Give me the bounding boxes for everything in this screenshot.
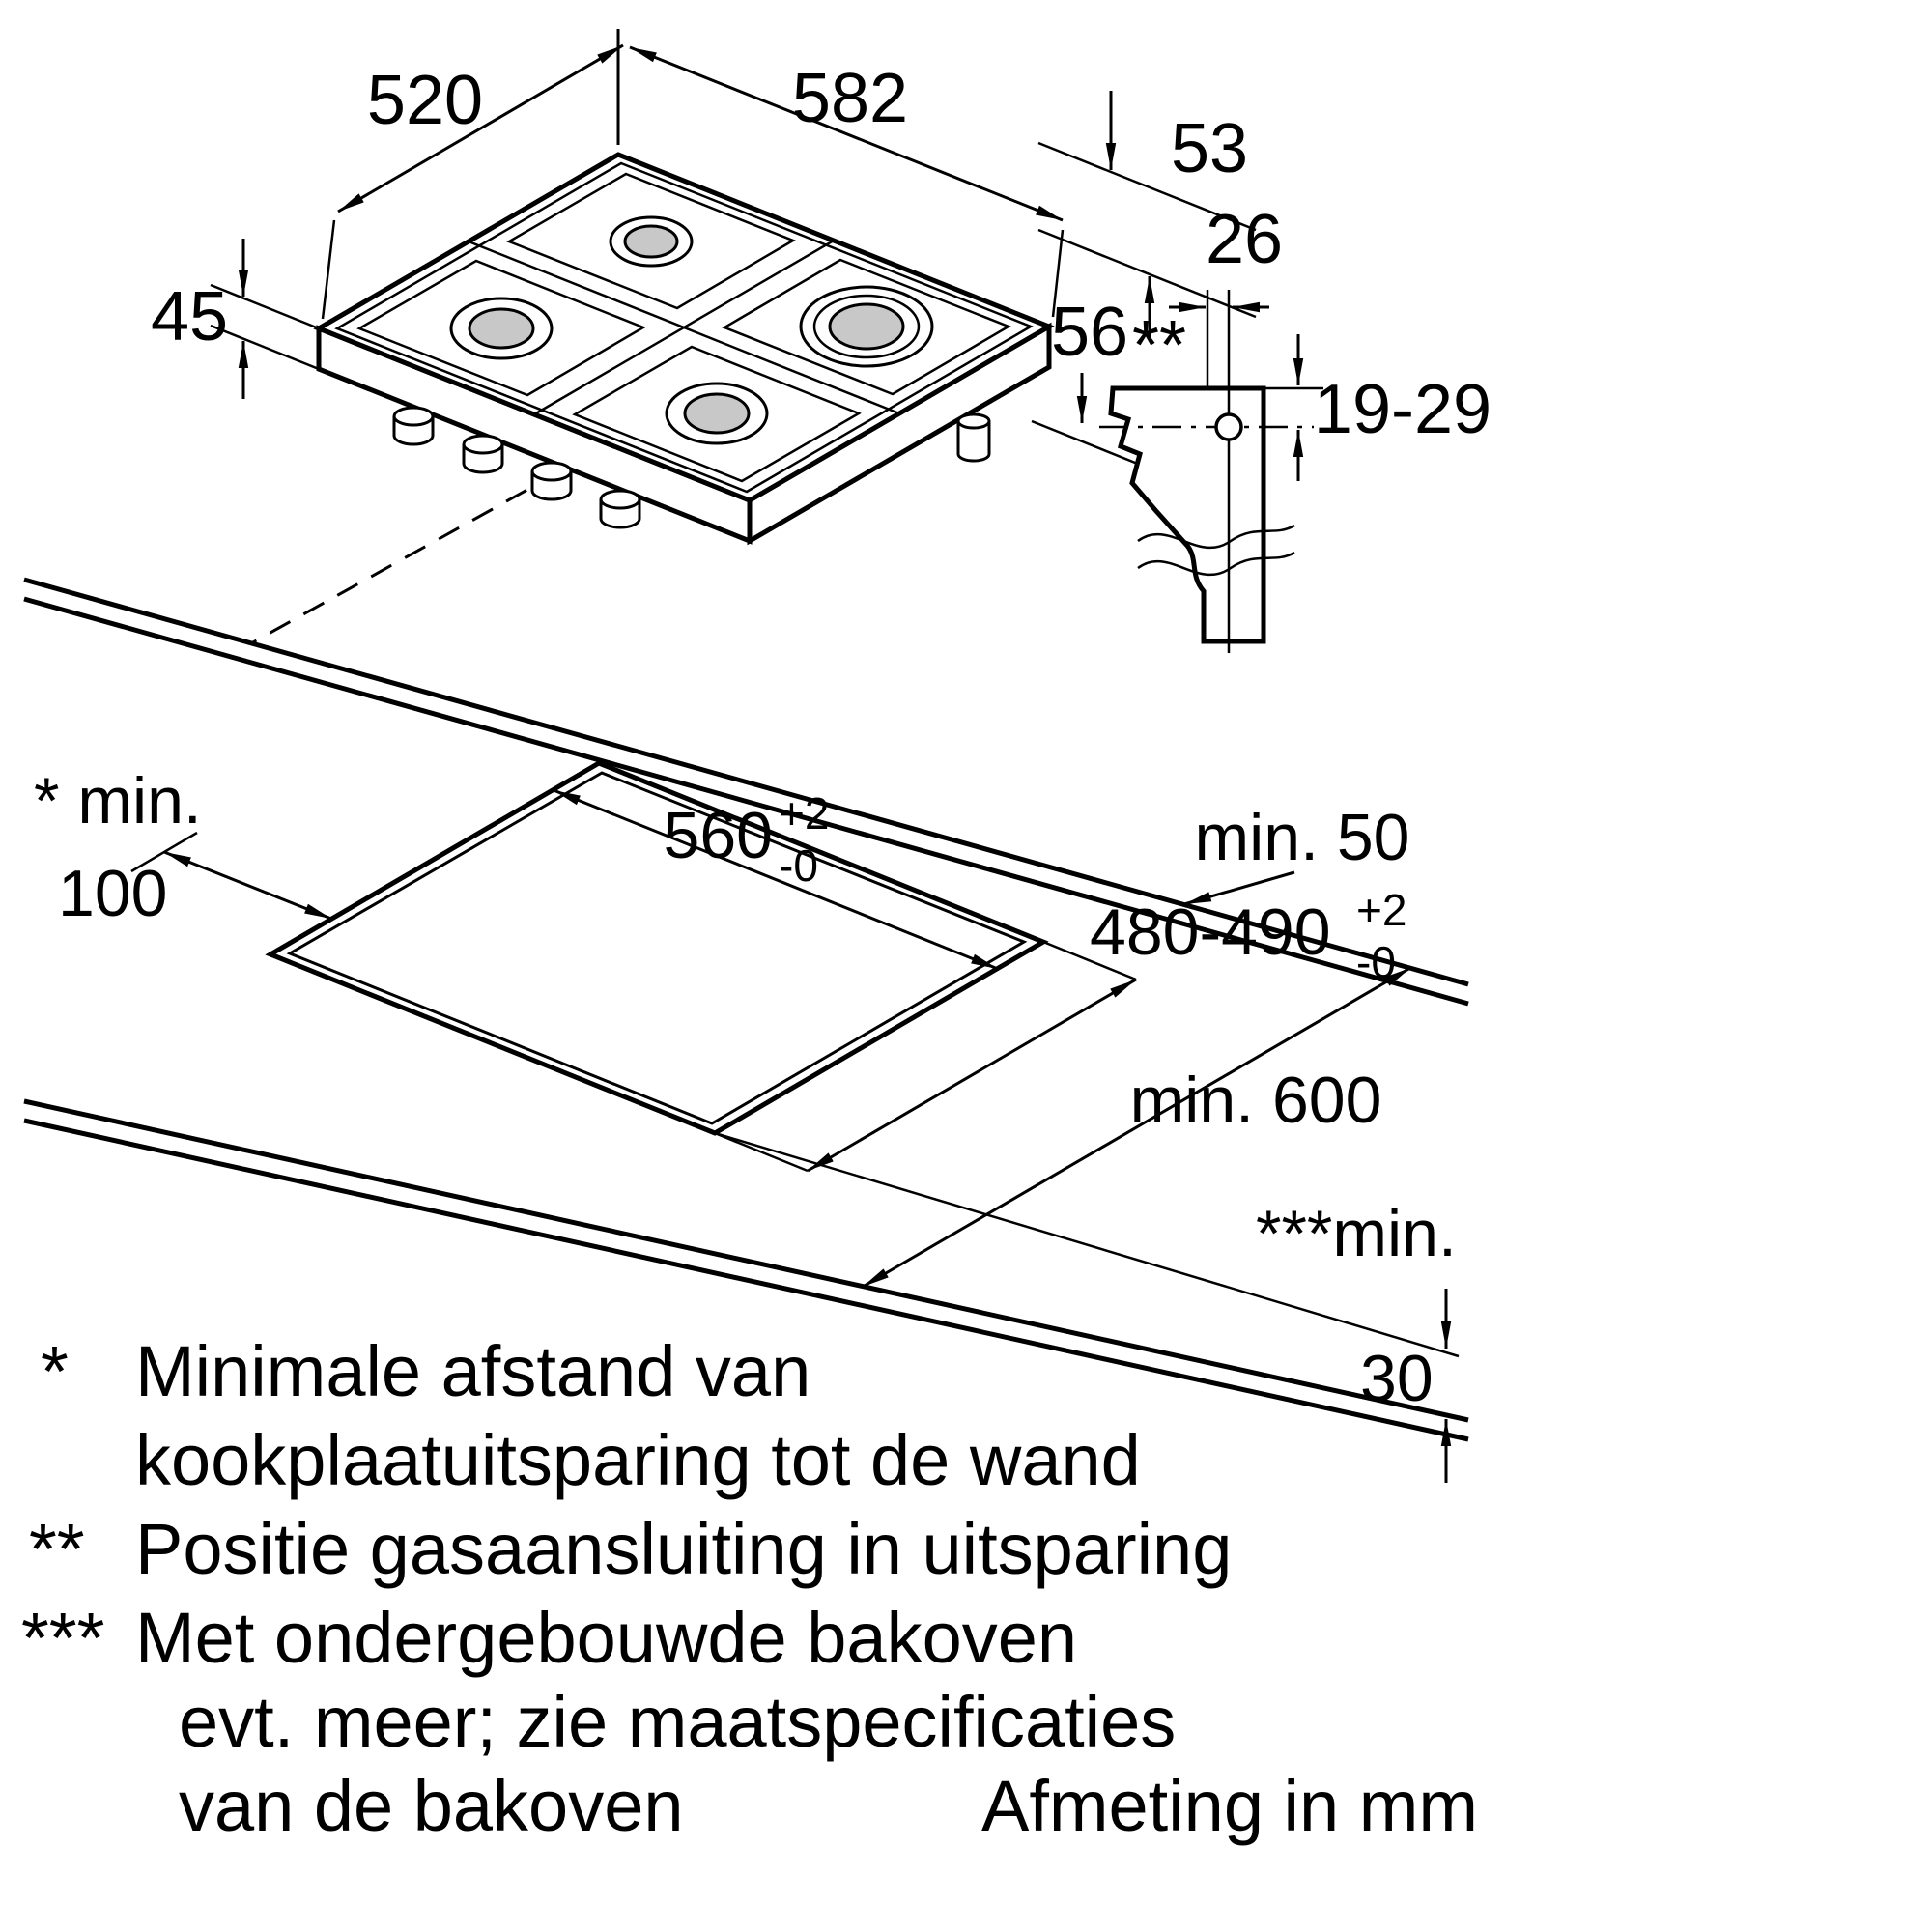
- control-knobs: [392, 406, 641, 529]
- footnote-line-4: Met ondergebouwde bakoven: [135, 1598, 1077, 1678]
- dim-480-sup: +2: [1356, 885, 1406, 935]
- dim-26-label: 26: [1206, 201, 1283, 278]
- dim-min30-label-2: 30: [1360, 1342, 1434, 1415]
- dim-min600-line: [862, 966, 1411, 1289]
- dim-480-line: [807, 978, 1137, 1173]
- burner-right-ring: [812, 294, 921, 359]
- alignment-dashed-line: [250, 469, 561, 645]
- cutout-inner-line: [286, 771, 1028, 1125]
- burner-left-cap: [468, 307, 535, 350]
- dim-560-sub: -0: [779, 840, 818, 891]
- dim-min100-line: [163, 850, 332, 921]
- cutout-front-extension: [714, 1131, 1460, 1358]
- footnote-line-5: evt. meer; zie maatspecificaties: [179, 1682, 1176, 1762]
- burner-rear: [609, 215, 694, 268]
- worktop-front-edge-2: [23, 1118, 1469, 1442]
- worktop-rear-edge: [23, 577, 1469, 987]
- dim-520-ext: [321, 219, 336, 320]
- burner-left: [449, 297, 554, 360]
- dim-45-ext-1: [210, 283, 320, 330]
- burner-front-cap: [683, 392, 751, 435]
- break-line-1: [1137, 524, 1295, 549]
- break-line-2: [1137, 551, 1295, 576]
- burner-front: [665, 382, 769, 445]
- hob-glass-inset: [334, 161, 1034, 494]
- footnote-marker-3: ***: [21, 1598, 104, 1678]
- clamp-detail: 26 ** 19-29: [1099, 201, 1492, 653]
- dim-min30-label-1: ***min.: [1256, 1197, 1457, 1270]
- footnote-line-1: Minimale afstand van: [135, 1331, 810, 1411]
- dim-min50-arrow: [1183, 870, 1295, 906]
- dim-582-ext: [1051, 229, 1065, 318]
- pan-support-frame-2: [722, 258, 1011, 396]
- cutout-outline: [265, 760, 1049, 1136]
- dim-53-ref-2: [1037, 228, 1257, 319]
- footnote-line-6: van de bakoven: [179, 1766, 684, 1846]
- units-label: Afmeting in mm: [981, 1766, 1478, 1846]
- dim-582-label: 582: [792, 60, 908, 137]
- footnotes: * Minimale afstand van kookplaatuitspari…: [21, 1331, 1478, 1846]
- control-knob-3-top: [530, 461, 573, 482]
- dim-56-ref: [1031, 419, 1151, 470]
- dim-45-label: 45: [151, 278, 228, 355]
- footnote-line-3: Positie gasaansluiting in uitsparing: [135, 1509, 1232, 1589]
- dim-53-ref-1: [1037, 141, 1257, 232]
- pan-support-frame-4: [356, 259, 646, 397]
- dim-min50-label: min. 50: [1195, 801, 1410, 874]
- dim-582-line: [629, 45, 1064, 222]
- dim-min100-label-2: 100: [58, 857, 167, 930]
- dim-480-label: 480-490: [1090, 895, 1331, 969]
- dim-min600-label: min. 600: [1130, 1064, 1382, 1137]
- dim-560-line: [553, 788, 999, 971]
- dim-56-label: 56: [1051, 294, 1128, 371]
- hob-foot: [956, 412, 991, 463]
- worktop-front-edge: [23, 1098, 1469, 1423]
- burner-rear-cap: [623, 224, 679, 259]
- clamp-detail-outline: [1108, 385, 1266, 644]
- dim-min100-label-1: * min.: [34, 764, 202, 838]
- dim-520-line: [337, 43, 624, 213]
- dim-560-sup: +2: [779, 788, 829, 838]
- dim-560-label: 560: [664, 799, 773, 872]
- hob-view: 520 582 53 45 56: [151, 29, 1257, 546]
- dim-1929-label: 19-29: [1314, 371, 1492, 448]
- footnote-marker-1: *: [41, 1331, 69, 1411]
- footnote-marker-2: **: [29, 1509, 85, 1589]
- burner-right-wok: [799, 285, 934, 368]
- dim-520-label: 520: [367, 62, 483, 139]
- dim-480-ext-2: [714, 1131, 809, 1173]
- dim-53-label: 53: [1171, 110, 1248, 187]
- control-knob-2-top: [462, 434, 504, 455]
- worktop-view: 560 +2 -0 480-490 +2 -0 min. 50 * min. 1…: [23, 469, 1469, 1483]
- control-knob-4-top: [599, 489, 641, 510]
- pan-support-frame-3: [572, 345, 862, 483]
- control-knob-1-top: [392, 406, 435, 427]
- gas-connection-hole: [1214, 412, 1243, 441]
- burner-right-cap: [828, 302, 905, 351]
- footnote-line-2: kookplaatuitsparing tot de wand: [135, 1420, 1141, 1500]
- dim-45-ext-2: [210, 324, 320, 371]
- grate-divider-2: [468, 240, 900, 415]
- star2-top-label: **: [1132, 307, 1186, 384]
